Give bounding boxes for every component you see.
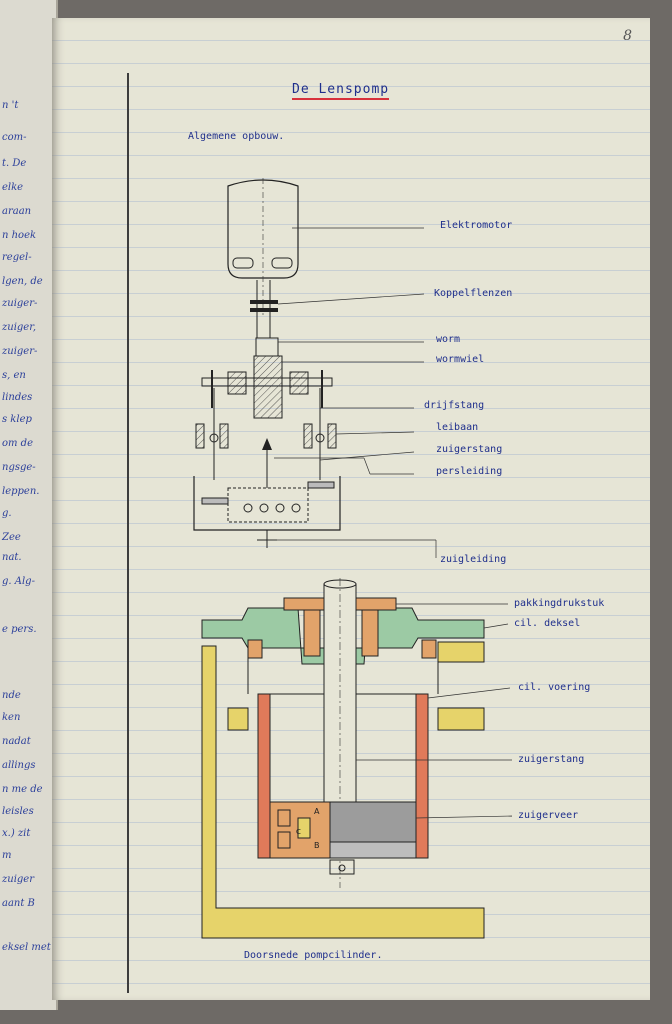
notebook-page: 8 De Lenspomp Algemene opbouw. [52,18,650,1000]
label-elektromotor: Elektromotor [440,220,513,231]
section-subtitle: Algemene opbouw. [188,131,285,142]
left-page-text-fragment: com- [2,132,27,143]
left-page-text-fragment: ngsge- [2,462,36,473]
left-page-text-fragment: leppen. [2,486,40,497]
left-page-text-fragment: ken [2,712,21,723]
pump-body-drawing [193,476,341,548]
left-page-text-fragment: allings [2,760,36,771]
label-pakkingdrukstuk: pakkingdrukstuk [514,598,605,609]
left-page-text-fragment: nadat [2,736,31,747]
figure-caption: Doorsnede pompcilinder. [244,950,383,961]
label-cil-voering: cil. voering [518,682,591,693]
piston-letter-c: C [296,828,301,836]
cylinder-section-drawing: A B C [201,578,485,939]
left-page-text-fragment: elke [2,182,24,193]
left-page-text-fragment: n 't [2,100,19,111]
left-page-text-fragment: zuiger [2,874,35,885]
left-page-text-fragment: t. De [2,158,27,169]
left-page-text-fragment: n hoek [2,230,37,241]
left-page-text-fragment: leisles [2,806,34,817]
left-page-text-fragment: om de [2,438,34,449]
label-zuigerstang-upper: zuigerstang [436,444,503,455]
leader-lines-upper [267,227,437,558]
label-zuigerstang-lower: zuigerstang [518,754,585,765]
label-koppelflenzen: Koppelflenzen [434,288,513,299]
left-page-text-fragment: g. [2,508,12,519]
left-page-text-fragment: zuiger- [2,346,38,357]
piston-letter-a: A [314,807,320,816]
left-page-text-fragment: Zee [2,532,21,543]
label-zuigleiding: zuigleiding [440,554,507,565]
label-cil-deksel: cil. deksel [514,618,581,629]
label-persleiding: persleiding [436,466,503,477]
coupling-flanges-drawing [250,280,278,338]
left-page-text-fragment: zuiger- [2,298,38,309]
label-leibaan: leibaan [436,422,479,433]
left-page-text-fragment: s klep [2,414,32,425]
worm-gear-drawing [201,337,333,419]
left-page-text-fragment: g. Alg- [2,576,35,587]
label-drijfstang: drijfstang [424,400,485,411]
left-page-text-fragment: regel- [2,252,32,263]
left-page-text-fragment: n me de [2,784,43,795]
leader-lines-lower [356,603,513,819]
left-page-text-fragment: eksel met [2,942,51,953]
left-page-text-fragment: e pers. [2,624,37,635]
piston-letter-b: B [314,841,320,850]
left-page-text-fragment: nde [2,690,21,701]
left-page-text-fragment: araan [2,206,32,217]
left-page-text-fragment: aant B [2,898,35,909]
left-page-edge: n 't com-t. De elke araan n hoek regel-lgen, … [0,0,58,1010]
left-page-text-fragment: lgen, de [2,276,43,287]
label-wormwiel: wormwiel [436,354,485,365]
label-worm: worm [436,334,461,345]
page-title: De Lenspomp [292,82,390,100]
label-zuigerveer: zuigerveer [518,810,579,821]
guides-drawing [195,388,337,488]
page-number: 8 [623,28,632,44]
left-page-text-fragment: lindes [2,392,33,403]
left-page-text-fragment: zuiger, [2,322,37,333]
left-page-text-fragment: nat. [2,552,22,563]
left-page-text-fragment: x.) zit [2,828,31,839]
left-page-text-fragment: s, en [2,370,26,381]
left-page-text-fragment: m [2,850,12,861]
margin-line [127,73,129,993]
electromotor-drawing [227,178,299,318]
technical-drawing: A B C [193,178,513,939]
